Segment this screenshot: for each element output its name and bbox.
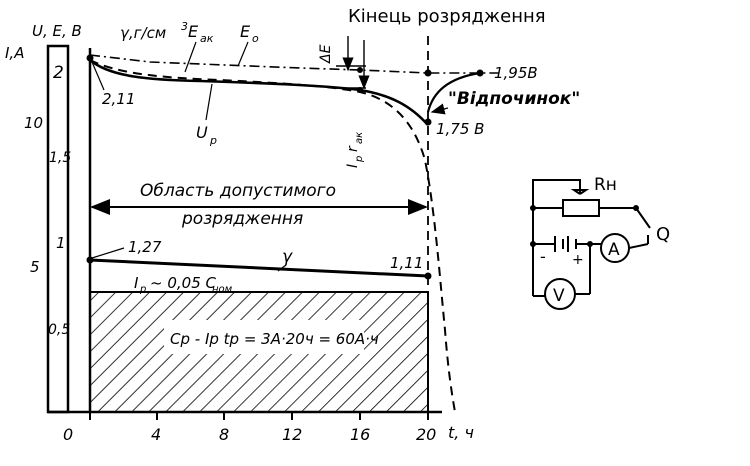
rest-voltage-point (476, 69, 484, 77)
circuit-node (587, 241, 593, 247)
region-title-line1: Область допустимого (140, 181, 336, 201)
density-axis-unit: γ,г/см (120, 24, 166, 42)
gamma-end-value: 1,11 (390, 254, 423, 272)
svg-text:I: I (134, 274, 139, 292)
x-tick-label: 16 (350, 425, 370, 444)
time-axis-unit: t, ч (448, 423, 474, 442)
inner-scale-label: 0,5 (48, 322, 70, 338)
region-title-line2: розрядження (181, 209, 303, 229)
e-o-leader (237, 41, 249, 67)
current-note: I р ~ 0,05 C ном (134, 274, 233, 295)
svg-text:р: р (139, 284, 146, 295)
inner-scale-label: 2 (53, 63, 64, 83)
left-scale-label: 10 (24, 114, 43, 132)
svg-text:р: р (209, 134, 217, 147)
circuit-schematic (532, 179, 651, 310)
x-tick-label: 8 (219, 425, 229, 444)
gamma-label: γ (282, 247, 293, 267)
end-voltage-point (424, 118, 432, 126)
capacity-formula: Cр - Iр tр = 3А·20ч = 60А·ч (170, 330, 379, 348)
e-ak-curve (89, 59, 456, 413)
x-tick-label: 0 (63, 425, 73, 444)
u-p-curve (89, 58, 429, 126)
left-scale-label: 5 (30, 258, 40, 276)
start-voltage-value: 2,11 (102, 90, 135, 108)
voltmeter-label: V (553, 286, 565, 306)
svg-text:ном: ном (212, 284, 233, 295)
rest-voltage-value: 1,95В (494, 64, 538, 82)
e-ak-label: E ак (188, 22, 214, 45)
start-voltage-point (86, 54, 94, 62)
ip-rak-label: I р r ак (345, 132, 365, 168)
delta-e-label: ΔE (318, 44, 334, 64)
u-p-leader (205, 83, 213, 121)
end-voltage-value: 1,75 В (436, 120, 484, 138)
start-voltage-leader (91, 61, 105, 91)
svg-text:р: р (354, 156, 365, 163)
circuit-node (530, 205, 536, 211)
u-p-label: U р (196, 123, 217, 147)
inner-scale-label: 1,5 (49, 150, 71, 166)
circuit-node (530, 241, 536, 247)
svg-text:r: r (345, 145, 361, 152)
e-ak-leader (184, 41, 197, 73)
delta-e-point (357, 67, 363, 73)
load-resistor-label: Rн (594, 175, 617, 195)
end-eo-point (424, 69, 432, 77)
x-tick-label: 4 (151, 425, 161, 444)
x-tick-label: 20 (416, 425, 436, 444)
battery-minus-label: - (540, 247, 546, 266)
current-axis-unit: I,A (5, 44, 24, 62)
e-o-curve (89, 54, 500, 74)
svg-text:E: E (188, 22, 199, 41)
gamma-leader (277, 264, 287, 272)
inner-scale-label: 1 (56, 234, 66, 252)
rest-arrow (430, 103, 449, 115)
svg-text:~ 0,05 C: ~ 0,05 C (150, 274, 217, 292)
e-o-label: E o (240, 22, 259, 45)
battery-plus-label: + (572, 252, 584, 268)
svg-text:o: o (252, 32, 259, 45)
circuit-node (633, 205, 639, 211)
svg-text:ак: ак (200, 32, 214, 45)
gamma-start-leader (91, 247, 125, 259)
density-line (89, 258, 429, 278)
density-axis-exponent: 3 (181, 20, 188, 33)
svg-text:I: I (345, 164, 361, 168)
svg-text:U: U (196, 123, 208, 142)
svg-text:ак: ак (354, 132, 365, 144)
rest-label: "Відпочинок" (448, 89, 580, 109)
ammeter-label: A (608, 240, 620, 260)
gamma-start-value: 1,27 (128, 238, 162, 256)
voltage-axis-unit: U, E, B (32, 22, 82, 40)
x-tick-label: 12 (282, 425, 302, 444)
switch-label: Q (656, 224, 670, 245)
rest-recovery-curve (426, 71, 481, 113)
svg-text:E: E (240, 22, 251, 41)
end-of-discharge-title: Кінець розрядження (348, 6, 546, 27)
formula-background (164, 320, 364, 354)
